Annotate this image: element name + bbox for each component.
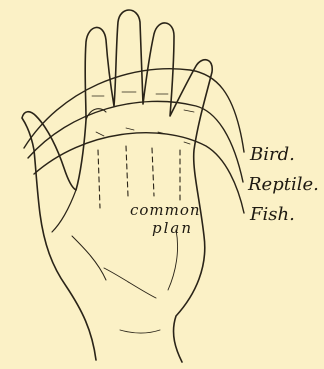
- wrist-crease: [120, 330, 160, 333]
- common-plan-label-line2: plan: [152, 221, 193, 236]
- fish-label: Fish.: [250, 206, 295, 224]
- bird-curve: [24, 69, 244, 152]
- dash-line-2: [126, 146, 128, 196]
- palm-crease-right: [168, 230, 178, 290]
- dash-line-1: [98, 150, 100, 208]
- dash-line-3: [152, 148, 154, 196]
- reptile-label: Reptile.: [248, 176, 319, 194]
- thumb-base-line: [52, 190, 76, 232]
- common-plan-dashes: [98, 146, 180, 208]
- common-plan-label-line1: common: [130, 203, 201, 218]
- bird-label: Bird.: [250, 146, 295, 164]
- thumb-crease: [72, 236, 106, 280]
- palm-crease-lower: [104, 268, 156, 298]
- reptile-curve: [28, 101, 243, 182]
- hand-outline: [22, 10, 212, 362]
